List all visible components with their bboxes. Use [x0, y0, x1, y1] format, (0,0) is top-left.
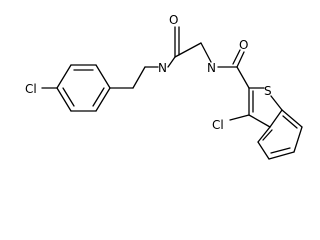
double-bond-inner [282, 115, 298, 129]
carboxamide-fragment [217, 49, 250, 89]
bond [236, 66, 250, 89]
bond [257, 126, 271, 143]
bond [167, 56, 176, 68]
double-bond-inner [92, 87, 105, 107]
chemical-structure: Cl N O N O S Cl [25, 13, 303, 160]
chlorine-atom-label: Cl [212, 118, 224, 132]
chlorine-atom-label: Cl [25, 82, 37, 96]
bond [132, 66, 146, 89]
bond [95, 87, 111, 112]
bond [270, 95, 283, 111]
ethyl-linker [109, 66, 159, 89]
bond [95, 64, 111, 89]
nitrogen-atom-label: N [207, 61, 216, 75]
bond [200, 42, 212, 63]
bond [174, 42, 202, 58]
bond [268, 151, 295, 160]
nitrogen-atom-label: N [158, 61, 167, 75]
bond [257, 141, 270, 160]
double-bond-inner [62, 87, 75, 107]
structure-canvas: Cl N O N O S Cl [25, 13, 303, 160]
glycinamide-fragment [167, 26, 212, 68]
carbonyl-bond [236, 51, 245, 68]
bond [248, 114, 271, 128]
bond [269, 109, 283, 128]
bond [281, 109, 303, 128]
bond [293, 126, 303, 153]
double-bond-inner [270, 147, 291, 154]
bond [56, 87, 72, 112]
sulfur-atom-label: S [264, 84, 272, 98]
bond [229, 114, 250, 121]
oxygen-atom-label: O [239, 38, 248, 52]
oxygen-atom-label: O [169, 13, 178, 27]
double-bond-inner [262, 129, 273, 141]
carbonyl-bond [232, 49, 241, 65]
chlorophenyl-ring [41, 64, 111, 112]
benzothiophene-ring [229, 87, 303, 160]
bond [56, 64, 72, 89]
